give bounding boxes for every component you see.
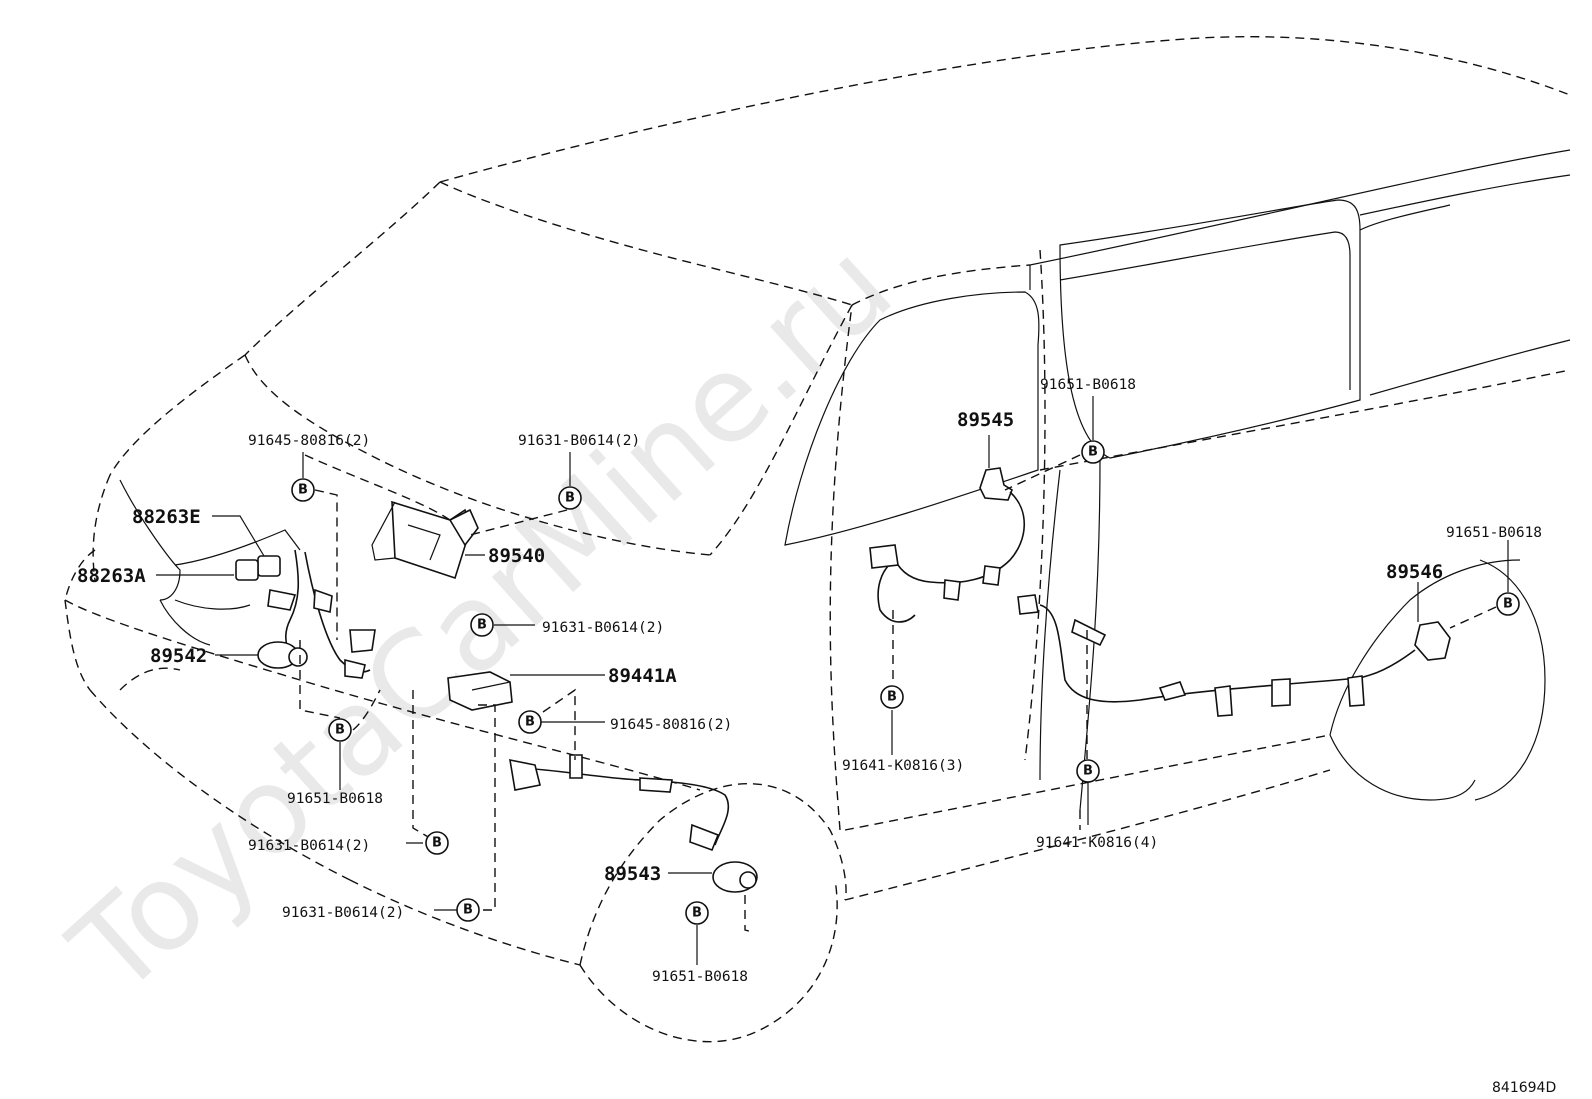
label-91651-b0618-door: 91651-B0618 [1040,377,1136,393]
label-91645-80816-top: 91645-80816(2) [248,433,370,449]
leader-lines [156,396,1509,965]
bolt-marker-91631-low1: B [425,831,449,855]
bolt-marker-91645-top: B [291,478,315,502]
bolt-marker-91631-top: B [558,486,582,510]
label-89540: 89540 [488,545,545,567]
svg-text:B: B [298,483,308,498]
label-89546: 89546 [1386,561,1443,583]
vehicle-body-outline [64,36,1571,1043]
label-91645-80816-mid: 91645-80816(2) [610,717,732,733]
sensor-89545 [979,467,1013,501]
label-88263e: 88263E [132,506,201,528]
bolt-marker-91641-3: B [880,685,904,709]
svg-text:B: B [525,715,535,730]
svg-text:B: B [565,491,575,506]
part-labels: 88263E 88263A 89542 89540 89441A 89543 8… [77,377,1556,1096]
ecu-89441a [447,671,513,711]
label-89441a: 89441A [608,665,677,687]
relay-88263a [235,559,259,581]
label-91651-b0618-front: 91651-B0618 [652,969,748,985]
svg-text:B: B [1083,764,1093,779]
label-91631-b0614-top: 91631-B0614(2) [518,433,640,449]
parts [174,467,1451,893]
svg-text:B: B [335,723,345,738]
label-89543: 89543 [604,863,661,885]
bolt-marker-91651-front: B [685,901,709,925]
svg-text:B: B [887,690,897,705]
bolt-marker-91631-low2: B [456,898,480,922]
label-91651-b0618-rear: 91651-B0618 [1446,525,1542,541]
relay-88263e [257,555,281,577]
bolt-marker-91645-mid: B [518,710,542,734]
bolt-marker-91651-left: B [328,718,352,742]
bolt-marker-91651-door: B [1081,440,1105,464]
svg-text:B: B [477,618,487,633]
label-91651-b0618-left: 91651-B0618 [287,791,383,807]
label-89545: 89545 [957,409,1014,431]
bolt-marker-91631-mid: B [470,613,494,637]
svg-text:B: B [1503,597,1513,612]
label-91641-k0816-3: 91641-K0816(3) [842,758,964,774]
label-91631-b0614-low2: 91631-B0614(2) [282,905,404,921]
label-88263a: 88263A [77,565,146,587]
sensor-89546 [1414,621,1451,661]
label-91631-b0614-low1: 91631-B0614(2) [248,838,370,854]
label-89542: 89542 [150,645,207,667]
bolt-marker-91651-rear: B [1496,592,1520,616]
svg-text:B: B [432,836,442,851]
svg-text:B: B [1088,445,1098,460]
actuator-89540 [391,500,471,580]
diagram-code: 841694D [1492,1080,1556,1096]
label-91631-b0614-mid: 91631-B0614(2) [542,620,664,636]
label-91641-k0816-4: 91641-K0816(4) [1036,835,1158,851]
svg-text:B: B [463,903,473,918]
svg-text:B: B [692,906,702,921]
bolt-marker-91641-4: B [1076,759,1100,783]
